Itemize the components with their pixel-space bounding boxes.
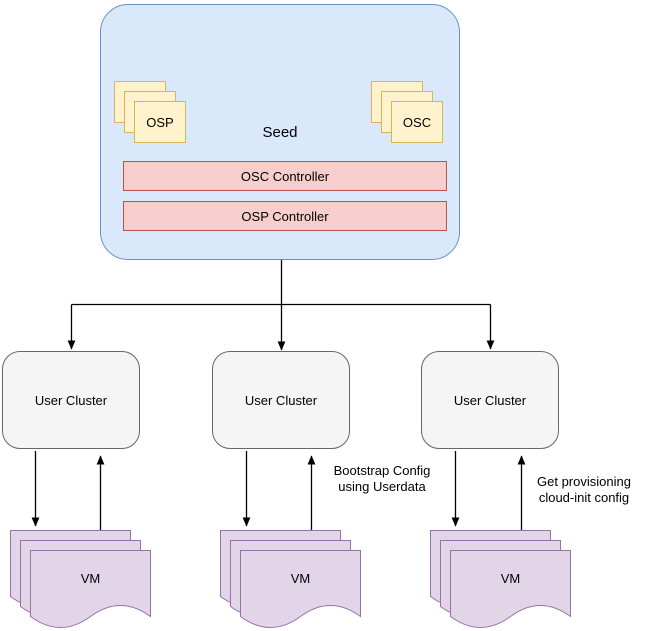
annotation-line: Bootstrap Config xyxy=(333,463,431,478)
user-cluster-box-left: User Cluster xyxy=(2,351,140,449)
annotation-line: cloud-init config xyxy=(538,490,630,505)
annotation-line: using Userdata xyxy=(338,479,426,494)
osp-card-front: OSP xyxy=(134,101,186,143)
osc-controller-label: OSC Controller xyxy=(240,168,330,184)
user-cluster-label: User Cluster xyxy=(244,392,318,408)
vm-stack-middle: VM xyxy=(220,530,361,628)
user-cluster-box-right: User Cluster xyxy=(421,351,559,449)
osc-card-front: OSC xyxy=(391,101,443,143)
vm-document-front xyxy=(30,550,151,628)
vm-stack-left: VM xyxy=(10,530,151,628)
user-cluster-box-middle: User Cluster xyxy=(212,351,350,449)
user-cluster-label: User Cluster xyxy=(453,392,527,408)
vm-document-front xyxy=(240,550,361,628)
osp-controller-label: OSP Controller xyxy=(241,208,329,224)
seed-label: Seed xyxy=(262,124,298,141)
osc-controller-bar: OSC Controller xyxy=(123,161,447,191)
osc-label: OSC xyxy=(402,114,432,130)
user-cluster-label: User Cluster xyxy=(34,392,108,408)
vm-label: VM xyxy=(291,571,311,586)
vm-label: VM xyxy=(81,571,101,586)
osp-label: OSP xyxy=(146,114,174,130)
osp-controller-bar: OSP Controller xyxy=(123,201,447,231)
annotation-line: Get provisioning xyxy=(537,474,631,489)
annotation-bootstrap-config: Bootstrap Config using Userdata xyxy=(312,463,452,495)
vm-document-front xyxy=(450,550,571,628)
annotation-get-provisioning: Get provisioning cloud-init config xyxy=(517,474,651,506)
seed-box: Seed OSP OSC OSC Controller OSP Controll… xyxy=(100,4,460,260)
vm-stack-right: VM xyxy=(430,530,571,628)
vm-label: VM xyxy=(501,571,521,586)
